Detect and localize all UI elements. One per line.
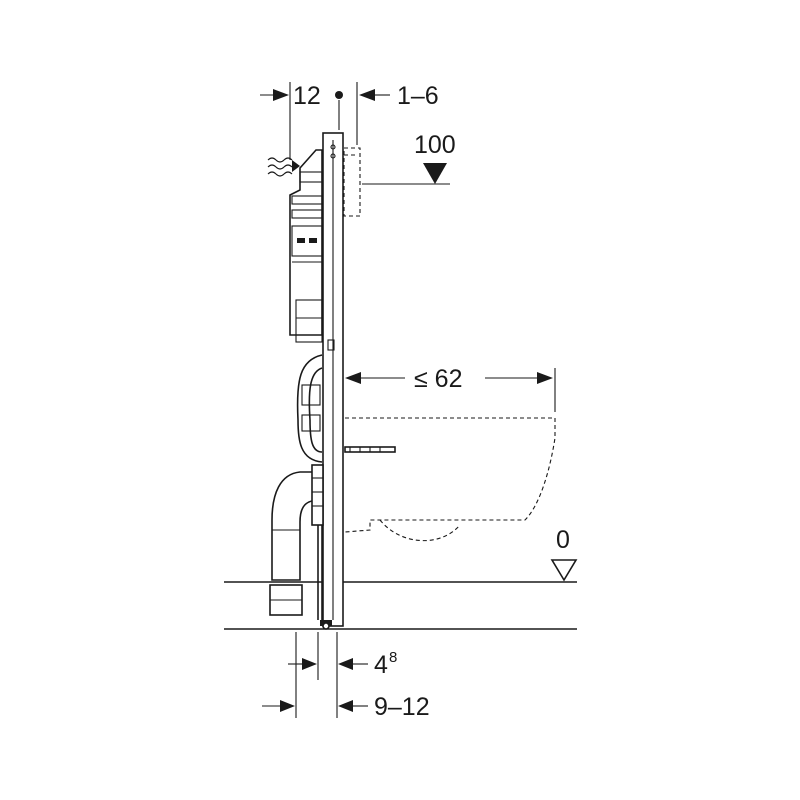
dim-height-100: 100 — [414, 131, 456, 159]
dim-bottom-upper: 4 — [374, 651, 388, 679]
bottom-dimension-lower — [262, 632, 368, 718]
dim-depth: ≤ 62 — [414, 365, 462, 393]
flush-plate-outline — [343, 147, 361, 217]
flush-pipe — [296, 354, 323, 463]
dim-bottom-upper-sup: 8 — [389, 649, 397, 666]
height-marker-icon — [423, 163, 447, 184]
drain-pipe — [269, 464, 324, 620]
water-supply-icon — [267, 157, 300, 177]
depth-dimension — [345, 368, 556, 412]
bottom-dimension-upper — [288, 632, 368, 718]
floor-level-marker-icon — [550, 559, 578, 582]
cistern — [289, 149, 323, 343]
reference-point-icon — [335, 91, 343, 99]
toilet-bowl-outline — [344, 417, 556, 542]
top-dimension — [260, 82, 390, 160]
installation-frame — [320, 132, 344, 630]
dim-top-right: 1–6 — [397, 82, 439, 110]
dim-bottom-lower: 9–12 — [374, 693, 430, 721]
dim-top-left: 12 — [293, 82, 321, 110]
dim-floor-level: 0 — [556, 526, 570, 554]
fixing-bolt — [344, 446, 396, 453]
